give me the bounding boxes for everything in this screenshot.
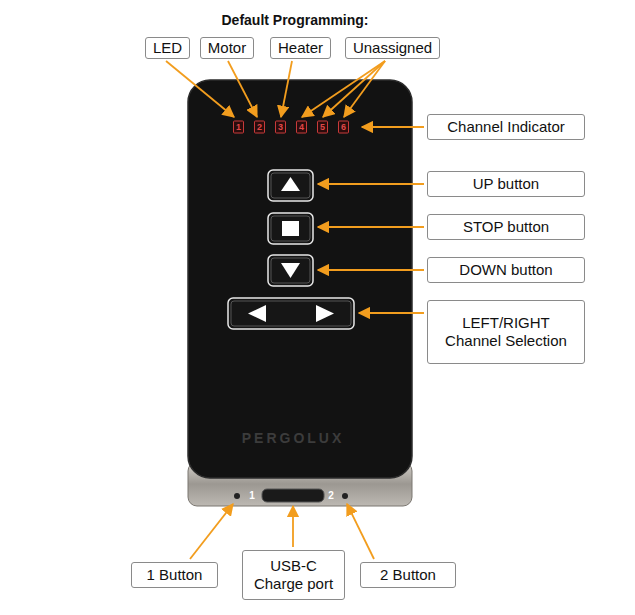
- usb-c-port: [262, 489, 324, 502]
- callout-box: STOP button: [427, 214, 585, 240]
- callout-box: Motor: [200, 37, 254, 59]
- button-hole: [234, 493, 240, 499]
- callout-box: UP button: [427, 171, 585, 197]
- callout-box: Channel Indicator: [427, 114, 585, 140]
- callout-text: LEFT/RIGHT Channel Selection: [434, 314, 578, 350]
- callout-text: 2 Button: [367, 566, 449, 584]
- stop-button: [268, 213, 313, 244]
- callout-box: Unassigned: [345, 37, 440, 59]
- callout-text: STOP button: [434, 218, 578, 236]
- channel-number: 1: [236, 123, 241, 132]
- channel-number: 3: [278, 123, 283, 132]
- callout-text: DOWN button: [434, 261, 578, 279]
- leader-arrows: [166, 61, 424, 559]
- callout-box: LEFT/RIGHT Channel Selection: [427, 300, 585, 364]
- left-right-button: [228, 298, 354, 329]
- diagram-title: Default Programming:: [221, 12, 368, 28]
- callout-text: USB-C Charge port: [249, 557, 338, 593]
- channel-number: 2: [257, 123, 262, 132]
- callout-text: Motor: [207, 39, 247, 57]
- callout-box: 2 Button: [360, 562, 456, 588]
- button-number: 1: [249, 491, 255, 501]
- channel-number: 6: [341, 123, 346, 132]
- callout-text: 1 Button: [138, 566, 211, 584]
- channel-number: 5: [320, 123, 325, 132]
- callout-box: Heater: [270, 37, 331, 59]
- callout-box: DOWN button: [427, 257, 585, 283]
- button-hole: [342, 493, 348, 499]
- callout-text: Channel Indicator: [434, 118, 578, 136]
- brand-watermark: PERGOLUX: [242, 431, 345, 445]
- down-button: [268, 255, 313, 286]
- channel-leds: [234, 121, 349, 133]
- remote-body: [188, 80, 412, 478]
- callout-text: Heater: [277, 39, 324, 57]
- callout-text: Unassigned: [352, 39, 433, 57]
- callout-box: 1 Button: [131, 562, 218, 588]
- callout-box: USB-C Charge port: [242, 550, 345, 600]
- callout-text: UP button: [434, 175, 578, 193]
- button-number: 2: [328, 491, 334, 501]
- up-button: [268, 170, 313, 201]
- callout-box: LED: [145, 37, 190, 59]
- callout-text: LED: [152, 39, 183, 57]
- channel-number: 4: [299, 123, 304, 132]
